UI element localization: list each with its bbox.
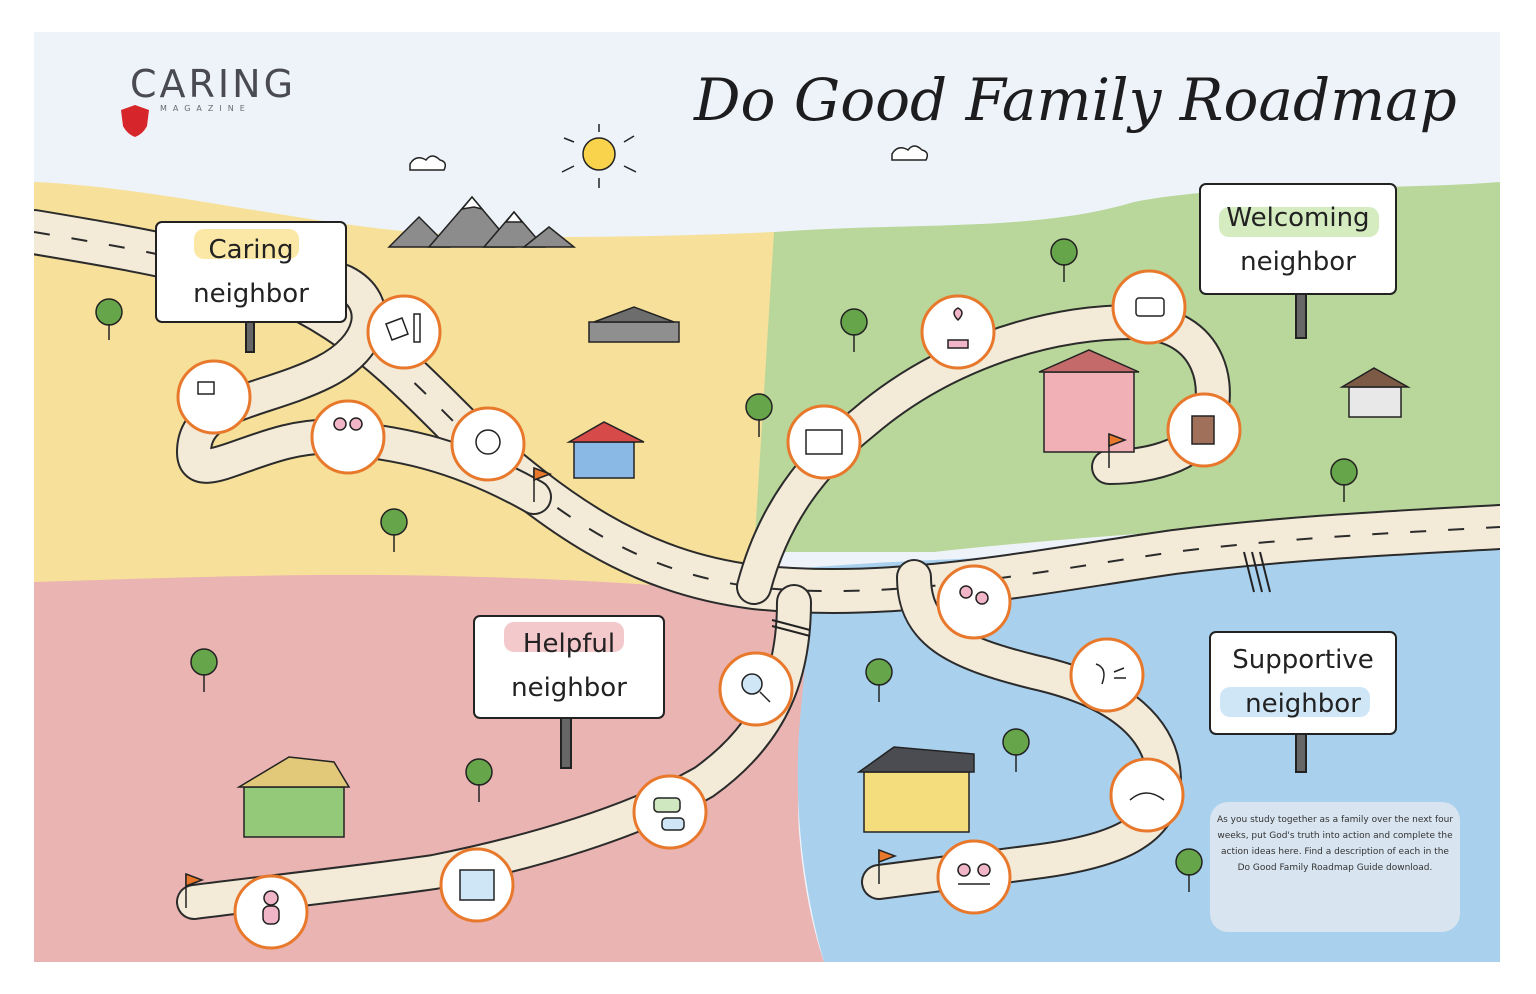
highlight-caring [194, 229, 299, 259]
handshake-icon [1129, 792, 1165, 801]
page-title: Do Good Family Roadmap [694, 66, 1457, 134]
map-illustration [34, 124, 1500, 962]
bible-icon [1191, 415, 1215, 445]
sign-supportive-line1: Supportive [1232, 645, 1374, 675]
cloud-icon [409, 155, 447, 171]
sign-supportive-text: Supportive neighbor [1210, 638, 1396, 726]
cloud-icon [891, 145, 929, 161]
roadmap-poster: CARING MAGAZINE Do Good Family Roadmap C… [34, 32, 1500, 962]
video-call-icon [197, 381, 215, 395]
thinking-person-icon [475, 429, 501, 455]
sign-caring-line1: Caring [208, 235, 294, 265]
magnifying-glass-icon [741, 673, 771, 703]
highlight-supportive [1220, 687, 1370, 717]
hugging-people-icon [333, 417, 363, 431]
camera-icon [1135, 297, 1165, 317]
yellow-building-icon [856, 746, 975, 833]
stop-hugging [310, 399, 386, 475]
sign-caring-line2: neighbor [193, 279, 309, 309]
stop-speaking [1069, 637, 1145, 713]
blue-house-icon [566, 421, 645, 479]
gifts-and-water-icon [385, 313, 421, 343]
sign-welcoming-line1: Welcoming [1226, 203, 1370, 233]
stop-heart-plant [920, 294, 996, 370]
sign-helpful-text: Helpful neighbor [474, 622, 664, 710]
comforting-people-icon [959, 585, 989, 605]
pink-apartment-icon [1038, 349, 1140, 453]
stop-video-call [176, 359, 252, 435]
instructions-note: As you study together as a family over t… [1216, 815, 1454, 873]
crosswalk-icon [771, 551, 1271, 637]
highlight-helpful [504, 622, 624, 652]
sign-welcoming-line2: neighbor [1240, 247, 1356, 277]
flag-icon [185, 432, 1128, 908]
stop-family-table [936, 839, 1012, 915]
logo-wordmark: CARING [130, 62, 297, 106]
salvation-army-shield-icon [121, 105, 149, 137]
family-table-icon [957, 863, 991, 885]
stop-comforting [936, 564, 1012, 640]
stop-camera [1111, 269, 1187, 345]
speaking-person-icon [1095, 663, 1126, 685]
stop-thinking [450, 406, 526, 482]
waving-person-icon [262, 890, 280, 925]
chat-bubbles-icon [653, 797, 685, 831]
sign-supportive-line2: neighbor [1245, 689, 1361, 719]
sign-helpful-line1: Helpful [522, 629, 616, 659]
heart-plant-icon [947, 307, 969, 349]
mountains-icon [387, 195, 577, 248]
sign-welcoming-text: Welcoming neighbor [1200, 196, 1396, 284]
stop-handshake [1109, 757, 1185, 833]
green-house-icon [236, 756, 351, 838]
highlight-welcoming [1219, 207, 1379, 237]
small-house-icon [1339, 367, 1411, 418]
sun-icon [561, 124, 637, 188]
welcome-card-icon [805, 429, 843, 455]
newspaper-icon [459, 869, 495, 901]
fence-house-icon [588, 306, 680, 343]
sign-caring-text: Caring neighbor [156, 228, 346, 316]
logo-subtitle: MAGAZINE [160, 104, 251, 113]
tree-icon [95, 238, 1358, 892]
note-background [1210, 802, 1460, 932]
sign-helpful-line2: neighbor [511, 673, 627, 703]
stop-gifts [366, 294, 442, 370]
